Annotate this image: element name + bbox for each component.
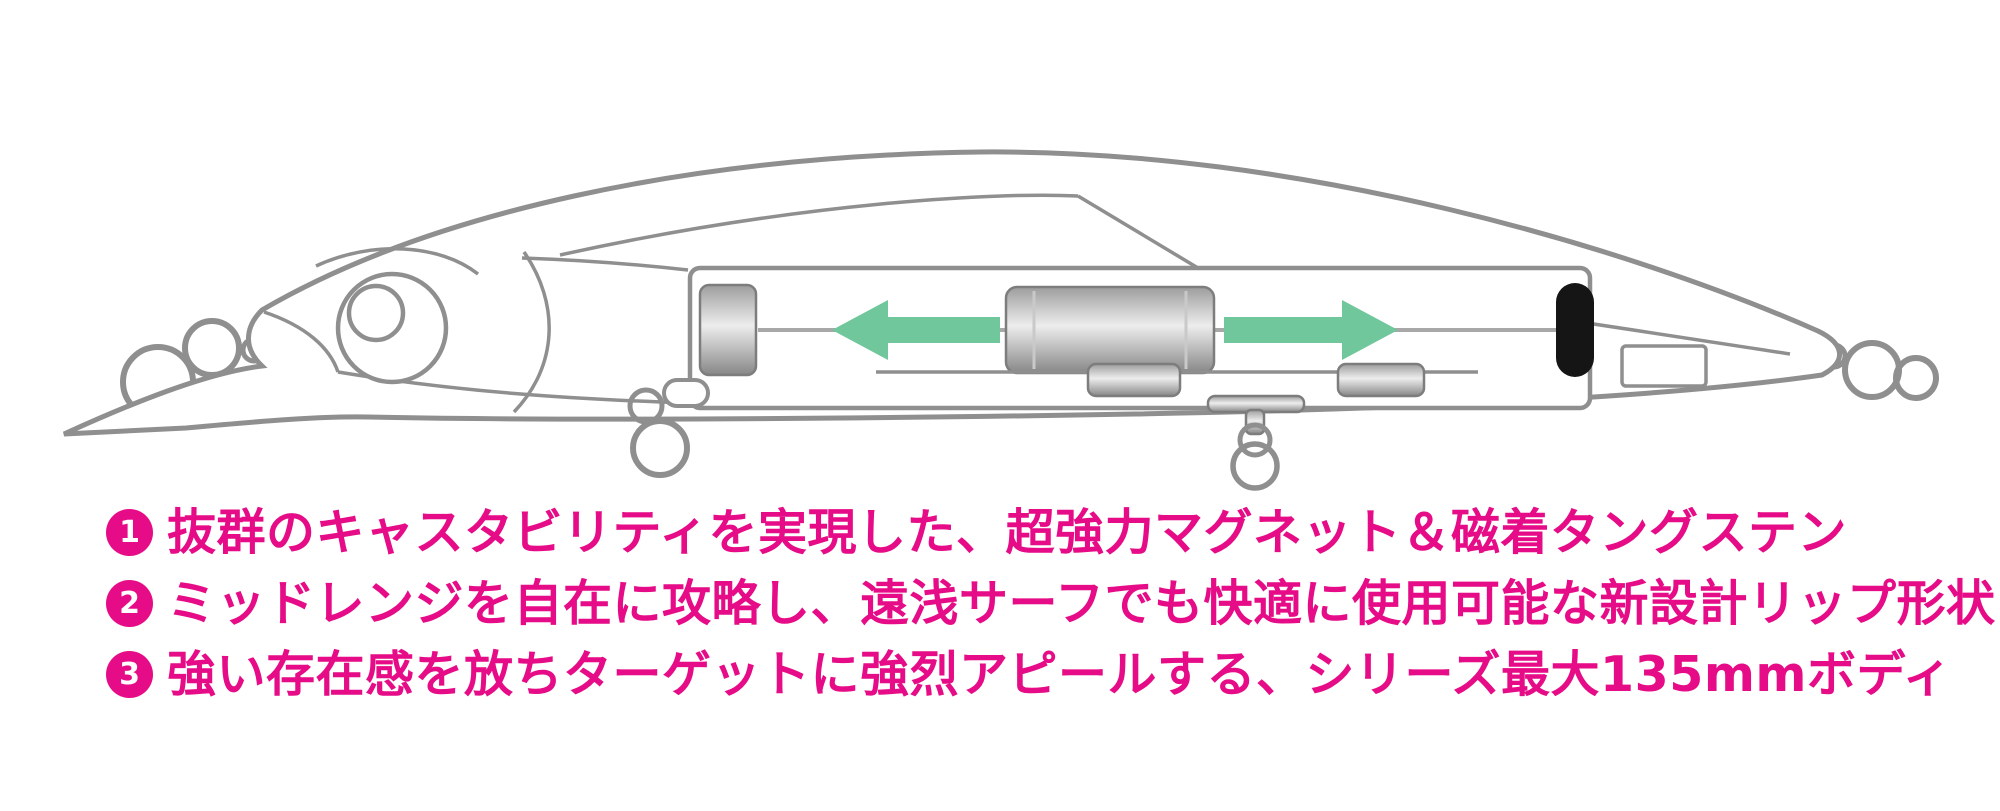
- front-belly-eyelet: [662, 378, 710, 408]
- feature-item-3: 3 強い存在感を放ちターゲットに強烈アピールする、シリーズ最大135mmボディ: [106, 647, 1952, 702]
- feature-item-2: 2 ミッドレンジを自在に攻略し、遠浅サーフでも快適に使用可能な新設計リップ形状: [106, 576, 1995, 631]
- moving-magnet-weight: [1004, 285, 1216, 375]
- tungsten-ballast: [1556, 283, 1594, 377]
- bullet-1-icon: 1: [106, 509, 153, 557]
- hook-hanger-bases: [876, 362, 1478, 398]
- lure-eye: [335, 271, 449, 385]
- front-magnet-cylinder: [698, 283, 758, 377]
- feature-item-1: 1 抜群のキャスタビリティを実現した、超強力マグネット＆磁着タングステン: [106, 506, 1946, 560]
- tail-bracket: [1620, 344, 1708, 388]
- feature-text-1: 抜群のキャスタビリティを実現した、超強力マグネット＆磁着タングステン: [167, 504, 1848, 561]
- belly-split-ring-front: [627, 387, 690, 478]
- lure-cutaway-diagram: [62, 149, 1939, 491]
- bullet-2-icon: 2: [106, 580, 153, 628]
- feature-text-2: ミッドレンジを自在に攻略し、遠浅サーフでも快適に使用可能な新設計リップ形状: [167, 574, 1996, 632]
- bullet-3-icon: 3: [106, 651, 153, 699]
- arrow-right-icon: [1224, 300, 1398, 360]
- feature-text-3: 強い存在感を放ちターゲットに強烈アピールする、シリーズ最大135mmボディ: [167, 645, 1953, 703]
- arrow-left-icon: [832, 300, 1000, 360]
- rear-hook-hanger: [1206, 394, 1306, 491]
- feature-list: 1 抜群のキャスタビリティを実現した、超強力マグネット＆磁着タングステン 2 ミ…: [106, 506, 1995, 702]
